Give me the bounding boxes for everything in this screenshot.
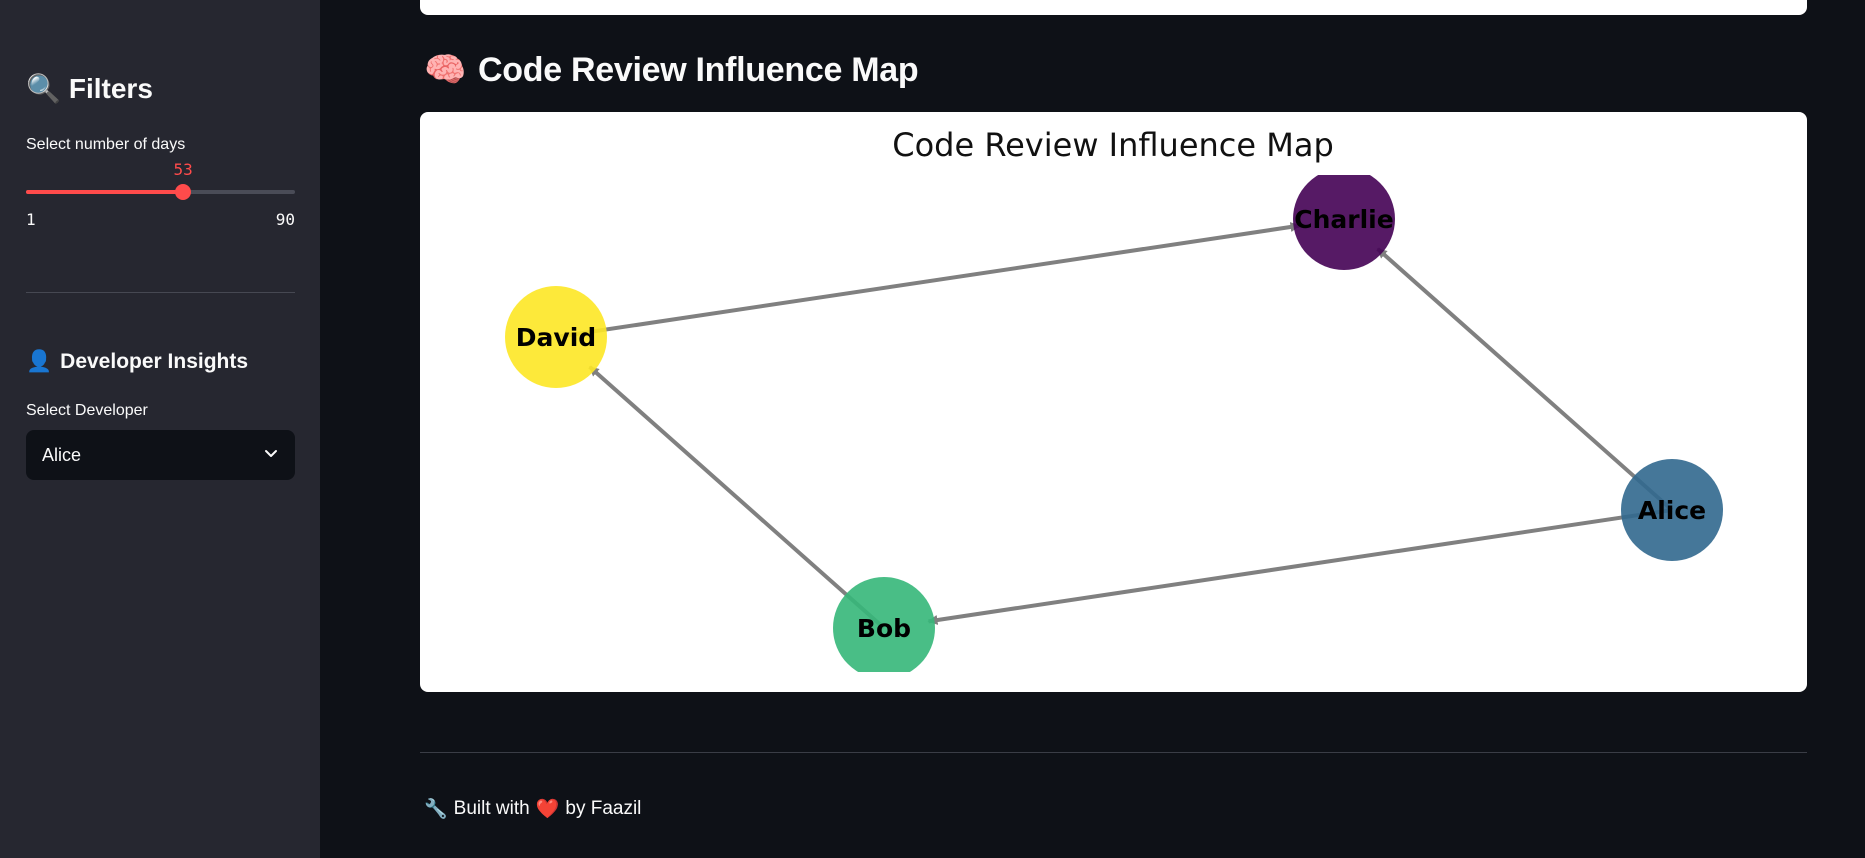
days-slider-value: 53 <box>173 160 193 179</box>
graph-node-circle-charlie <box>1293 175 1395 270</box>
graph-node-circle-bob <box>833 577 935 672</box>
graph-edge-alice-to-charlie <box>1376 247 1674 512</box>
graph-node-bob: Bob <box>833 577 935 672</box>
brain-icon: 🧠 <box>424 51 467 89</box>
graph-node-alice: Alice <box>1621 459 1723 561</box>
graph-node-label-alice: Alice <box>1638 496 1706 525</box>
influence-map-svg: Code Review Influence Map David CharlieAl… <box>505 126 1723 672</box>
graph-node-label-charlie: Charlie <box>1294 205 1393 234</box>
filters-title: Filters <box>68 72 153 104</box>
days-slider-track[interactable] <box>26 190 295 194</box>
graph-node-label-bob: Bob <box>857 614 911 643</box>
days-slider-label: Select number of days <box>26 136 186 153</box>
filters-header: 🔍 Filters <box>26 72 153 105</box>
graph-node-label-david: David <box>516 323 596 352</box>
chevron-down-icon <box>263 445 279 466</box>
graph-edge-bob-to-david <box>588 365 886 630</box>
developer-select-value: Alice <box>42 444 82 465</box>
sidebar: 🔍 Filters Select number of days 53 1 90 … <box>0 0 320 858</box>
developer-insights-title: Developer Insights <box>60 350 249 373</box>
graph-node-circle-alice <box>1621 459 1723 561</box>
days-slider[interactable]: 53 1 90 <box>26 160 295 229</box>
developer-insights-header: 👤 Developer Insights <box>26 350 248 374</box>
footer-suffix: by Faazil <box>565 798 642 819</box>
wrench-icon: 🔧 <box>424 799 448 820</box>
graph-edges <box>555 222 1674 630</box>
days-slider-min: 1 <box>26 210 36 229</box>
page-title: 🧠 Code Review Influence Map <box>424 50 919 90</box>
footer: 🔧 Built with ❤️ by Faazil <box>424 797 641 821</box>
days-slider-fill <box>26 190 184 194</box>
graph-node-charlie: Charlie <box>1293 175 1395 270</box>
footer-prefix: Built with <box>453 798 530 819</box>
graph-edge-david-to-charlie <box>555 222 1301 339</box>
developer-select-label: Select Developer <box>26 402 148 419</box>
graph-edge-alice-to-bob <box>927 508 1673 625</box>
magnifier-icon: 🔍 <box>26 73 61 104</box>
graph-title: Code Review Influence Map <box>892 126 1334 164</box>
developer-select[interactable]: Alice <box>26 430 295 480</box>
user-icon: 👤 <box>26 350 53 373</box>
days-slider-max: 90 <box>275 210 295 229</box>
sidebar-divider <box>26 292 295 293</box>
graph-node-david: David <box>505 286 607 388</box>
heart-icon: ❤️ <box>535 799 560 820</box>
previous-chart-card <box>420 0 1807 15</box>
footer-divider <box>420 752 1807 753</box>
days-slider-thumb[interactable] <box>175 184 192 200</box>
graph-node-circle-david <box>505 286 607 388</box>
page-title-text: Code Review Influence Map <box>478 50 919 89</box>
